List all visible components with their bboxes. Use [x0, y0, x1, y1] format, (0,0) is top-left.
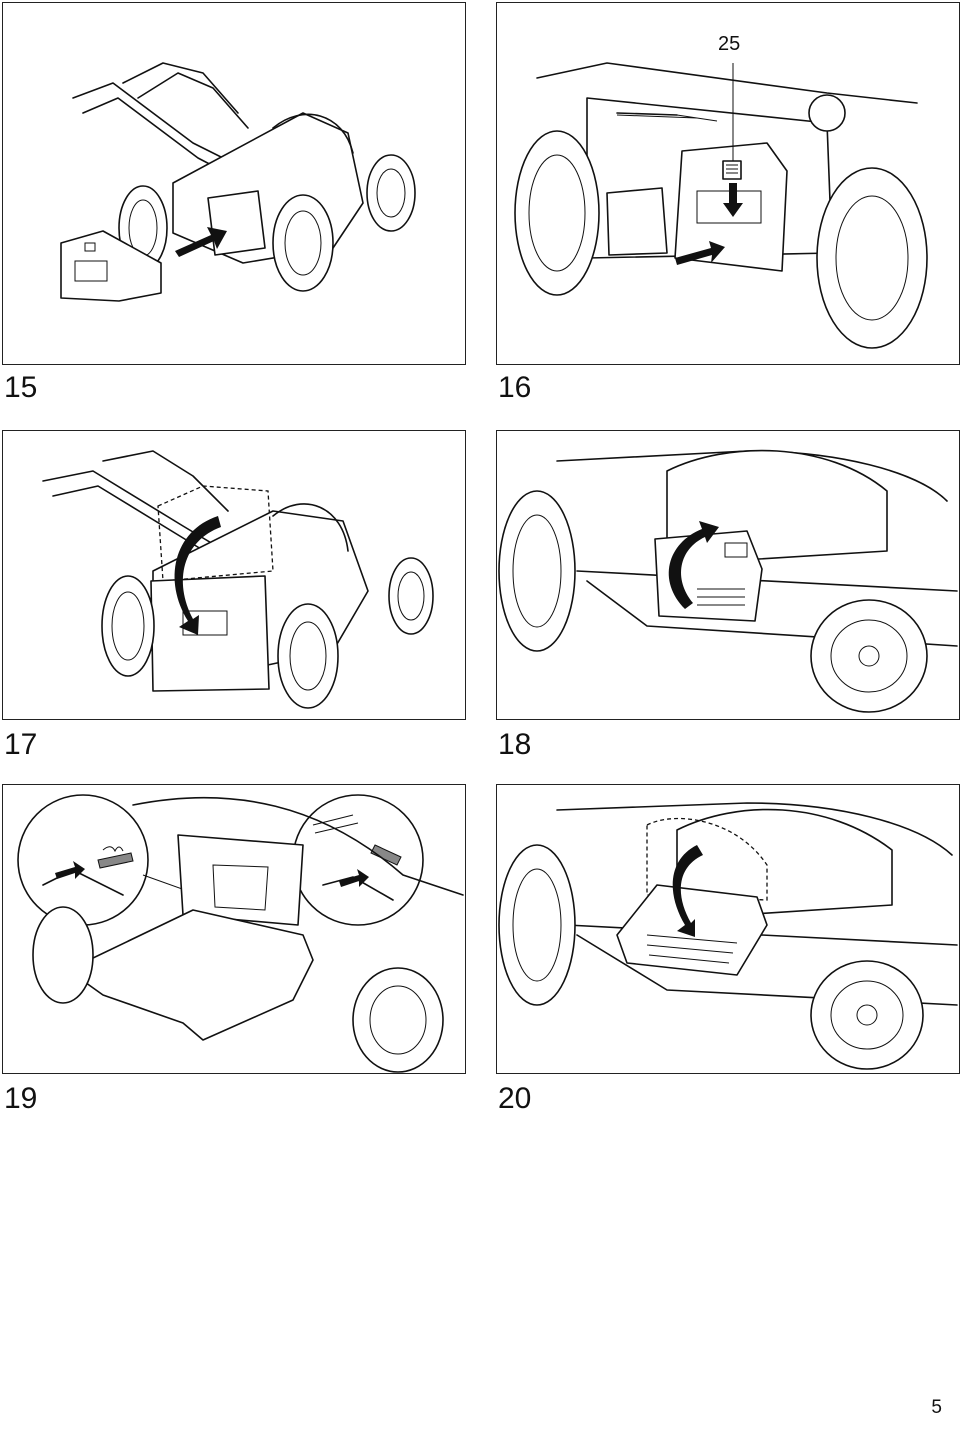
- side-flap-closing-drawing: [498, 802, 958, 1070]
- mower-rear-flap-insert-drawing: [60, 62, 416, 302]
- rear-flap-closeup-drawing: [514, 62, 928, 349]
- figure-number: 20: [498, 1082, 532, 1115]
- rear-flap-lowering-drawing: [42, 450, 434, 709]
- figure-20-illustration: [496, 784, 960, 1074]
- figure-15-illustration: [2, 2, 466, 365]
- callout-label: 25: [718, 33, 741, 55]
- figure-number: 15: [4, 371, 38, 404]
- figure-number: 16: [498, 371, 532, 404]
- figure-number: 19: [4, 1082, 38, 1115]
- figure-16-illustration: [496, 2, 960, 365]
- figure-18-illustration: [496, 430, 960, 720]
- figure-number: 18: [498, 728, 532, 761]
- figure-number: 17: [4, 728, 38, 761]
- side-flap-lifting-drawing: [498, 449, 958, 713]
- figure-19-illustration: [2, 784, 466, 1074]
- figure-17-illustration: [2, 430, 466, 720]
- deflector-mounting-drawing: [17, 794, 464, 1073]
- page-number: 5: [931, 1397, 942, 1418]
